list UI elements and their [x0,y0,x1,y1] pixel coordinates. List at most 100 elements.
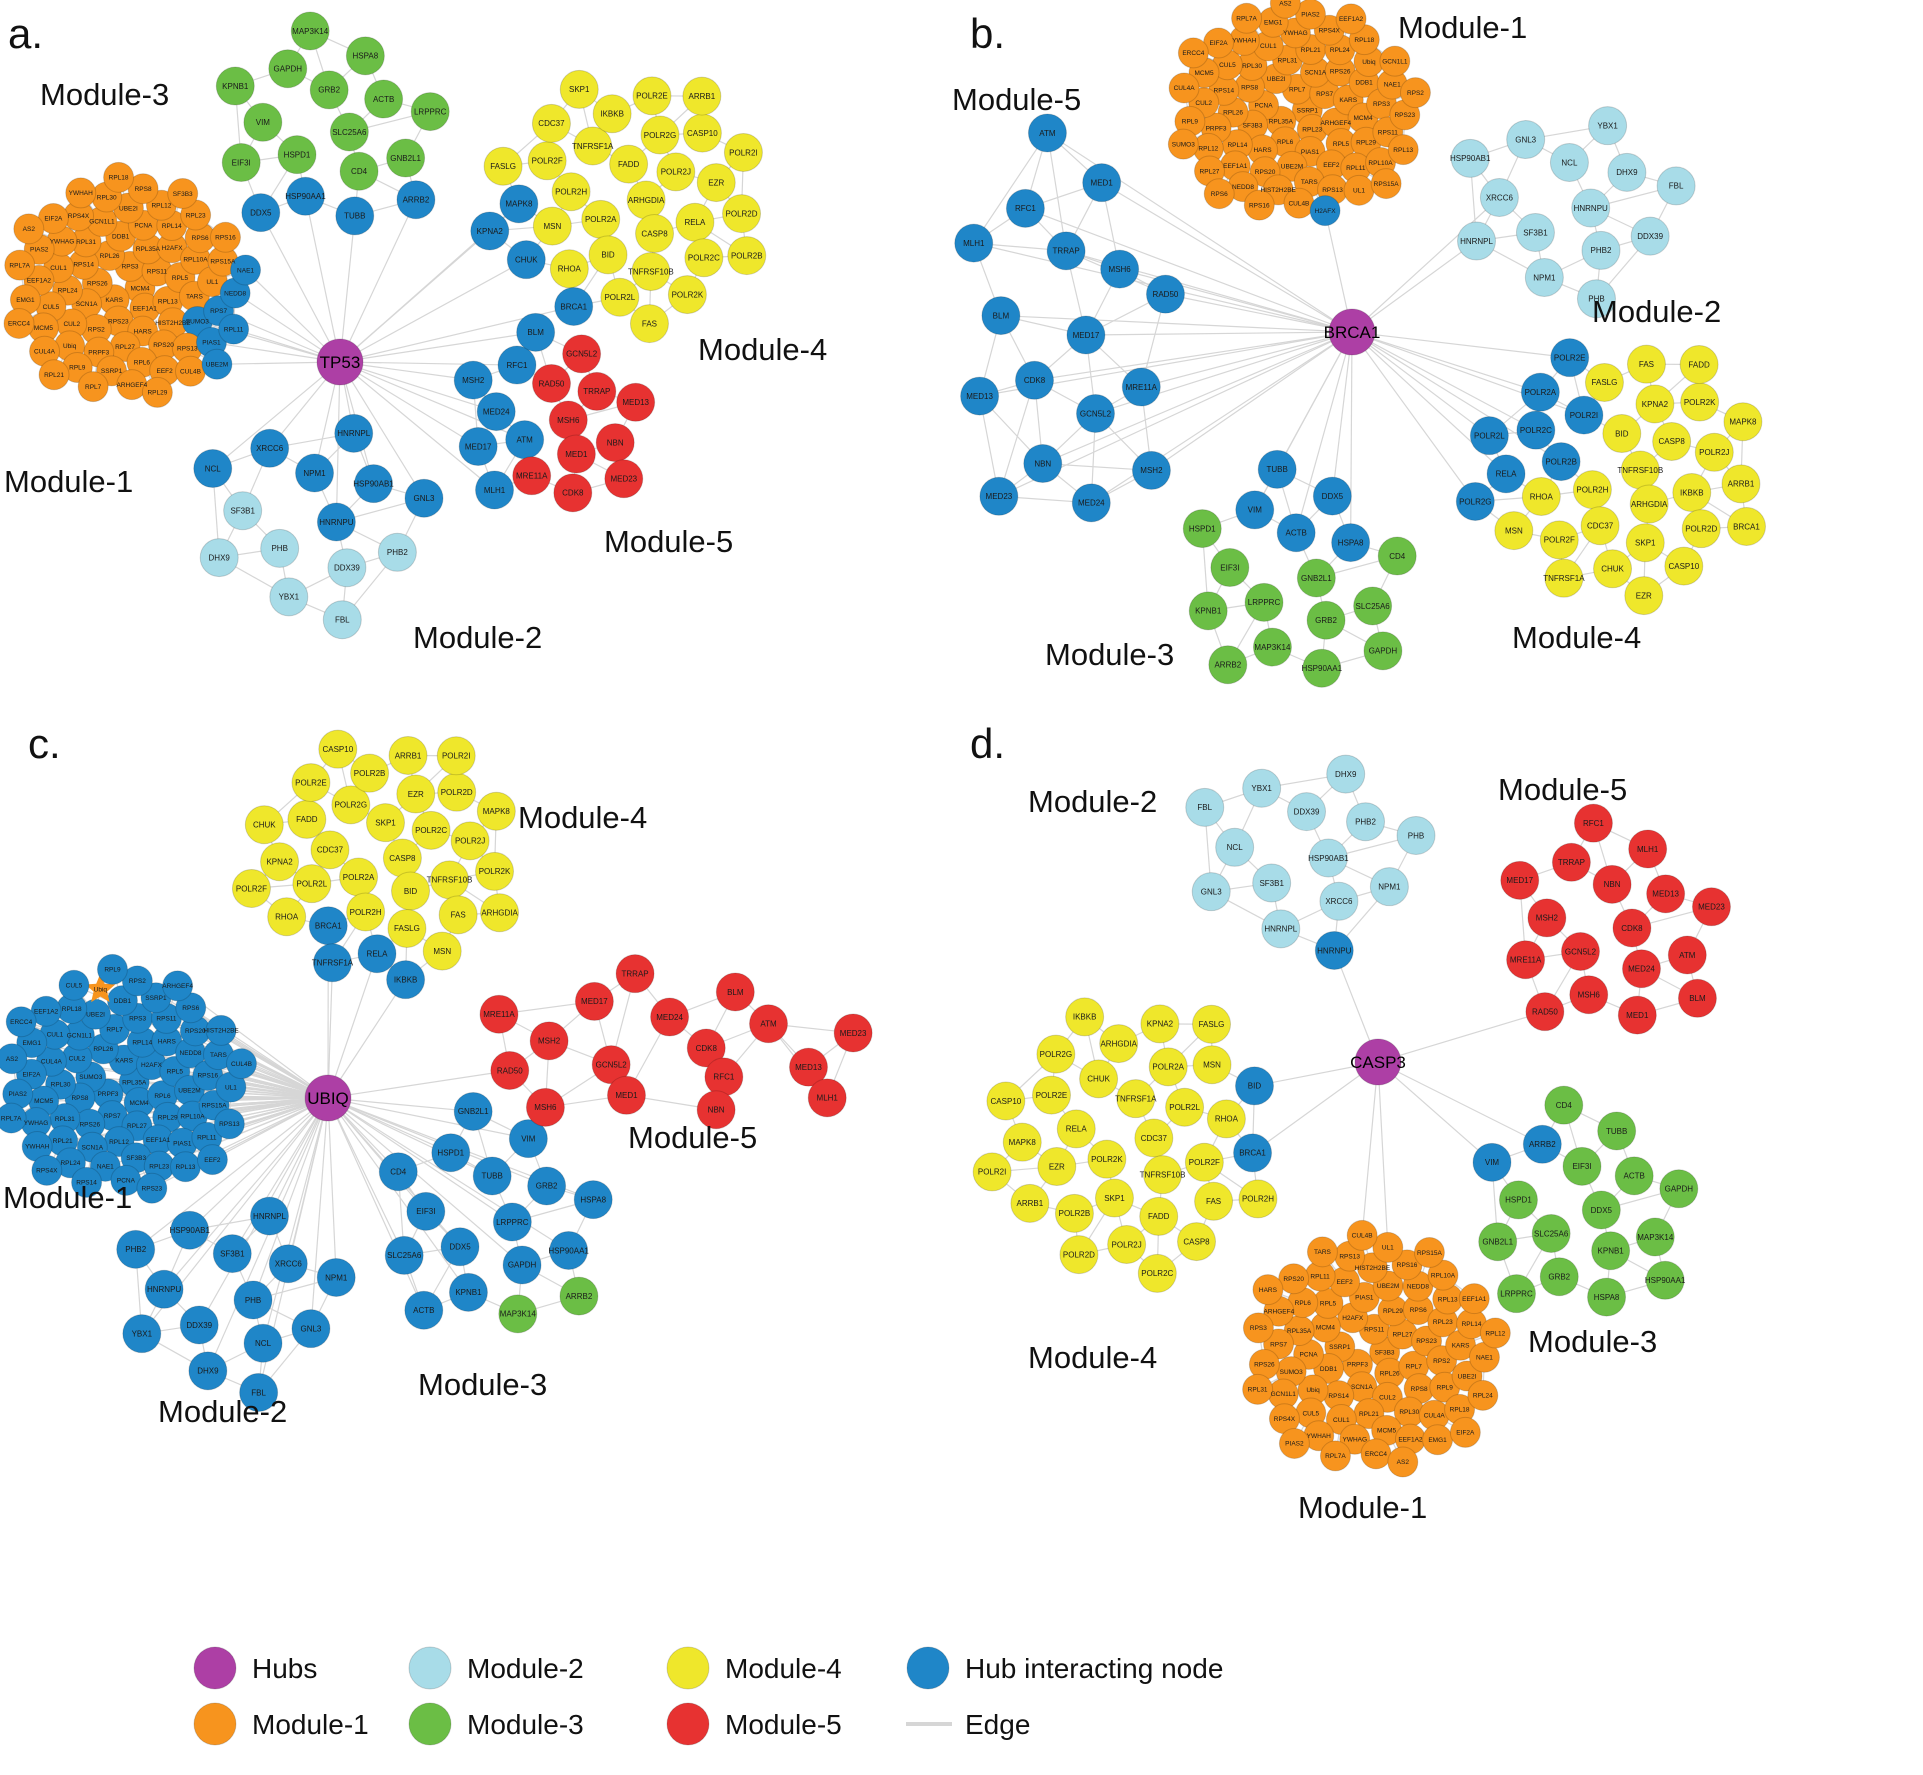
node-label: RPS15A [202,1102,228,1109]
node-POLR2I [723,132,763,172]
node-label: DDX5 [1591,1206,1613,1215]
node-label: IKBKB [1073,1013,1097,1022]
node-label: MCM4 [1353,115,1373,122]
node-MSH6 [1100,249,1140,289]
node-label: NPM1 [325,1273,348,1282]
node-UL1 [1372,1231,1404,1263]
node-RPL7 [77,371,109,403]
node-label: GRB2 [1548,1272,1570,1281]
node-label: RPL14 [132,1039,152,1046]
node-label: TNFRSF1A [1543,574,1585,583]
node-ACTB [364,79,404,119]
legend-label: Hub interacting node [965,1653,1223,1684]
node-label: CUL1 [1260,43,1277,50]
node-HARS [1252,1274,1284,1306]
node-IKBKB [1065,997,1105,1037]
node-SF3B1 [212,1234,252,1274]
module-label: Module-4 [1512,620,1641,655]
node-label: UBE2I [119,205,138,212]
node-label: ATM [760,1020,777,1029]
node-label: YWHAH [1307,1433,1332,1440]
node-label: RPL27 [115,344,135,351]
node-EZR [1624,576,1664,616]
node-label: SF3B1 [220,1249,245,1258]
node-label: CUL1 [50,265,67,272]
node-label: RAD50 [1532,1007,1558,1016]
node-label: RPL30 [1242,63,1262,70]
node-KPNA2 [470,211,510,251]
node-label: RPL13 [1393,147,1413,154]
node-CUL4A [1168,72,1200,104]
hub-label: BRCA1 [1324,323,1381,342]
node-label: TARS [1301,179,1319,186]
node-ATM [1667,935,1707,975]
node-CDC37 [531,103,571,143]
node-label: MED23 [986,492,1013,501]
node-label: RPS8 [135,186,152,193]
node-label: RPS26 [79,1121,100,1128]
node-label: RPS3 [1250,1325,1267,1332]
node-label: HSPD1 [284,150,311,159]
node-label: CDK8 [1621,924,1643,933]
node-label: NEDD8 [180,1050,202,1057]
node-FASLG [1584,362,1624,402]
node-label: PIAS1 [1301,149,1320,156]
node-RAD50 [1525,992,1565,1032]
hub-edge [1042,331,1353,465]
node-label: NPM1 [303,469,326,478]
node-label: EIF2A [44,216,63,223]
node-Ubiq [85,973,116,1003]
node-label: IKBKB [1680,488,1704,497]
hub-edge [327,1097,469,1293]
node-label: ARRB2 [566,1292,593,1301]
node-label: RPL21 [44,372,64,379]
node-label: ARRB1 [689,92,716,101]
node-POLR2F [1539,520,1579,560]
node-RHOA [267,897,307,937]
node-HNRNPU [144,1269,184,1309]
node-PHB2 [116,1229,156,1269]
node-label: Ubiq [63,343,77,350]
node-label: RPS6 [1211,191,1228,198]
node-label: RPL31 [76,239,96,246]
node-label: CUL4A [41,1059,63,1066]
node-label: KPNA2 [266,858,293,867]
node-label: RPL35A [1287,1328,1312,1335]
hub-edge [262,1097,329,1344]
node-GNL3 [1191,872,1231,912]
node-BID [1234,1066,1274,1106]
node-MSN [1192,1045,1232,1085]
node-label: FADD [296,815,318,824]
node-FAS [1194,1181,1234,1221]
node-label: BLM [993,311,1010,320]
hub-edge [163,1097,329,1290]
node-label: CUL5 [43,304,60,311]
node-label: MSH2 [1140,466,1163,475]
node-POLR2B [727,236,767,276]
node-label: UL1 [1353,188,1365,195]
node-HSPD1 [277,135,317,175]
node-label: RPL9 [104,967,121,974]
node-label: BID [404,887,418,896]
node-PHB [233,1280,273,1320]
node-label: RPS16 [197,1073,218,1080]
hub-edge [1295,331,1353,533]
node-LRPPRC [410,92,450,132]
node-label: PRPF3 [97,1091,118,1098]
module-label: Module-2 [413,620,542,655]
node-HNRNPU [1314,930,1354,970]
node-label: EMG1 [1428,1437,1447,1444]
hub-edge [1085,331,1353,336]
node-KPNB1 [215,66,255,106]
node-label: ERCC4 [10,1019,32,1026]
node-MED1 [1082,163,1122,203]
node-label: MED1 [615,1091,638,1100]
node-label: HSP90AB1 [1308,854,1349,863]
node-FASLG [1192,1004,1232,1044]
node-POLR2D [1681,509,1721,549]
node-label: PCNA [1300,1352,1319,1359]
node-SUMO3 [1167,128,1199,160]
node-GNL3 [404,478,444,518]
node-RELA [1486,454,1526,494]
panel-tag-UBIQ: c. [28,720,61,767]
